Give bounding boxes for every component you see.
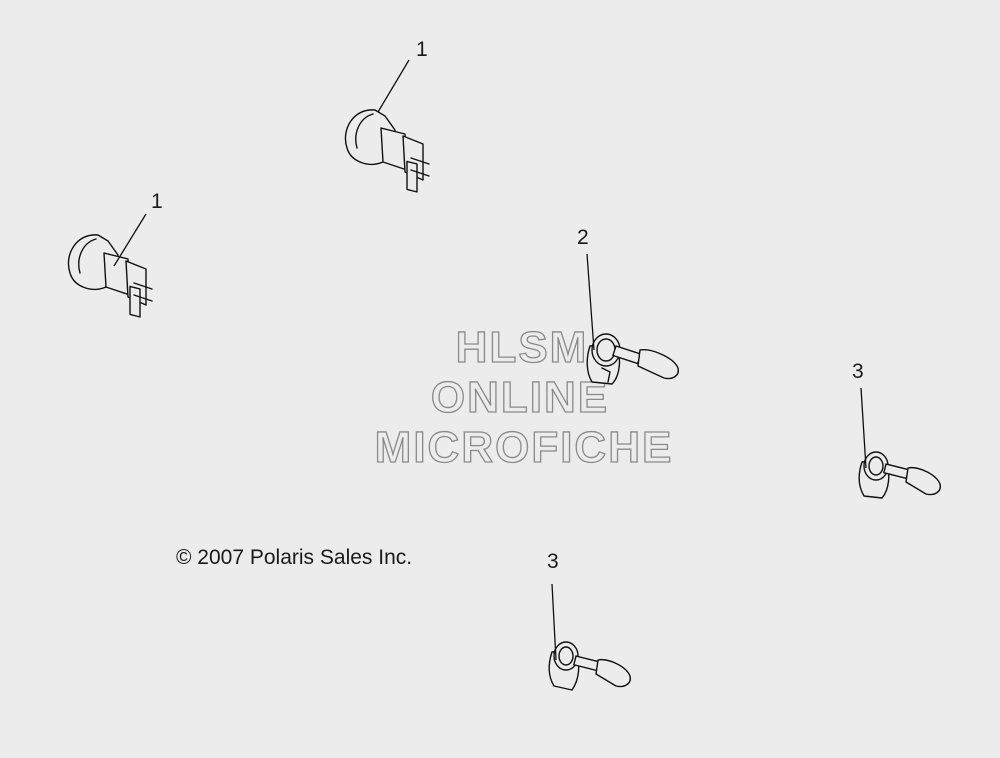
callout-2: 2 <box>577 226 589 249</box>
watermark-line-1: HLSM <box>456 323 589 372</box>
leader-line <box>551 583 557 661</box>
copyright-text: © 2007 Polaris Sales Inc. <box>176 546 412 569</box>
watermark-line-2: ONLINE <box>431 373 609 422</box>
watermark: HLSM ONLINE MICROFICHE <box>374 322 674 472</box>
watermark-line-3: MICROFICHE <box>375 423 674 472</box>
callout-1-left: 1 <box>151 190 163 213</box>
wedge-bulb-icon <box>344 109 430 193</box>
callout-3-right: 3 <box>852 360 864 383</box>
leader-line <box>860 387 867 469</box>
halogen-bulb-icon <box>586 333 679 385</box>
callout-3-bottom: 3 <box>547 550 559 573</box>
leader-line <box>377 59 410 113</box>
callout-1-top: 1 <box>416 38 428 61</box>
leader-line <box>586 253 595 351</box>
wedge-bulb-icon <box>67 234 153 318</box>
halogen-bulb-icon <box>858 451 941 499</box>
leader-line <box>113 213 147 267</box>
halogen-bulb-icon <box>548 641 631 691</box>
